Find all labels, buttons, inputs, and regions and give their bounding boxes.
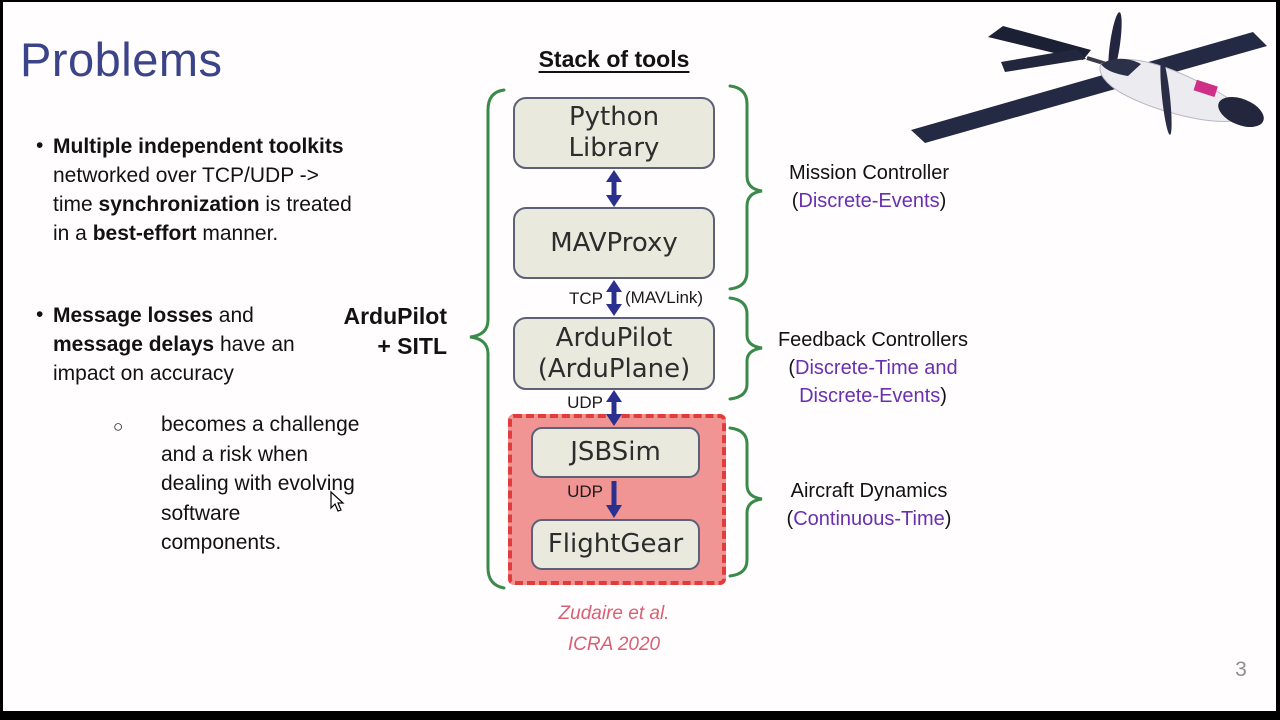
udp-upper-label: UDP [567,393,603,412]
box-ardupilot-line2: (ArduPlane) [537,353,691,384]
brace-ardupilot-sitl [469,88,506,590]
ardupilot-sitl-line2: + SITL [377,333,447,359]
box-ardupilot: ArduPilot (ArduPlane) [513,317,715,390]
page-number: 3 [1235,658,1247,681]
mavlink-label: (MAVLink) [625,288,704,307]
citation-authors: Zudaire et al. [558,603,670,624]
stack-of-tools-heading: Stack of tools [538,46,690,72]
annotation-aircraft-dynamics: Aircraft Dynamics (Continuous-Time) [759,477,979,533]
annotation-feedback-controllers-sub: Discrete-Time and Discrete-Events [795,357,958,407]
paren-close: ) [940,385,947,407]
box-flightgear: FlightGear [531,519,700,570]
paren-open: ( [786,508,794,530]
box-mavproxy: MAVProxy [513,207,715,279]
paren-close: ) [939,190,947,212]
drone-image [911,12,1267,143]
circle-bullet-icon: ○ [113,417,124,436]
box-mavproxy-line1: MAVProxy [550,227,678,258]
box-flightgear-line1: FlightGear [547,529,684,559]
paren-open: ( [788,357,796,379]
ardupilot-sitl-label: ArduPilot + SITL [319,301,448,361]
annotation-mission-controller: Mission Controller (Discrete-Events) [759,159,979,215]
box-python-library-line1: Python [568,102,660,132]
arrow-python-mavproxy [606,170,622,207]
bullet-message-losses: • Message losses and message delays have… [33,301,318,388]
paren-close: ) [944,508,952,530]
tcp-label: TCP [569,289,603,308]
box-python-library-line2: Library [568,133,660,163]
citation-venue: ICRA 2020 [567,634,661,655]
sub-bullet-challenge-text: becomes a challenge and a risk when deal… [161,413,360,554]
page-title: Problems [20,33,223,86]
annotation-aircraft-dynamics-sub: Continuous-Time [793,508,945,530]
ardupilot-sitl-line1: ArduPilot [343,303,448,329]
arrow-mavproxy-ardupilot [606,280,622,316]
sub-bullet-challenge: ○ becomes a challenge and a risk when de… [113,410,365,558]
annotation-aircraft-dynamics-label: Aircraft Dynamics [790,480,948,502]
bullet-message-losses-text: Message losses and message delays have a… [53,304,295,385]
bullet-icon: • [36,134,44,157]
box-ardupilot-line1: ArduPilot [555,322,673,353]
citation: Zudaire et al. ICRA 2020 [503,598,725,660]
brace-aircraft-dynamics [728,426,763,578]
box-jsbsim: JSBSim [531,427,700,478]
box-python-library: Python Library [513,97,715,169]
annotation-feedback-controllers-label: Feedback Controllers [777,329,969,351]
box-jsbsim-line1: JSBSim [570,437,661,467]
bullet-toolkits-text: Multiple independent toolkits networked … [53,135,352,245]
annotation-mission-controller-label: Mission Controller [788,162,950,184]
annotation-feedback-controllers: Feedback Controllers (Discrete-Time and … [755,326,991,410]
annotation-mission-controller-sub: Discrete-Events [798,190,940,212]
bullet-toolkits: • Multiple independent toolkits networke… [33,132,363,248]
paren-open: ( [791,190,799,212]
brace-mission-controller [728,84,763,291]
bullet-icon: • [36,303,44,326]
udp-lower-label: UDP [567,482,603,501]
